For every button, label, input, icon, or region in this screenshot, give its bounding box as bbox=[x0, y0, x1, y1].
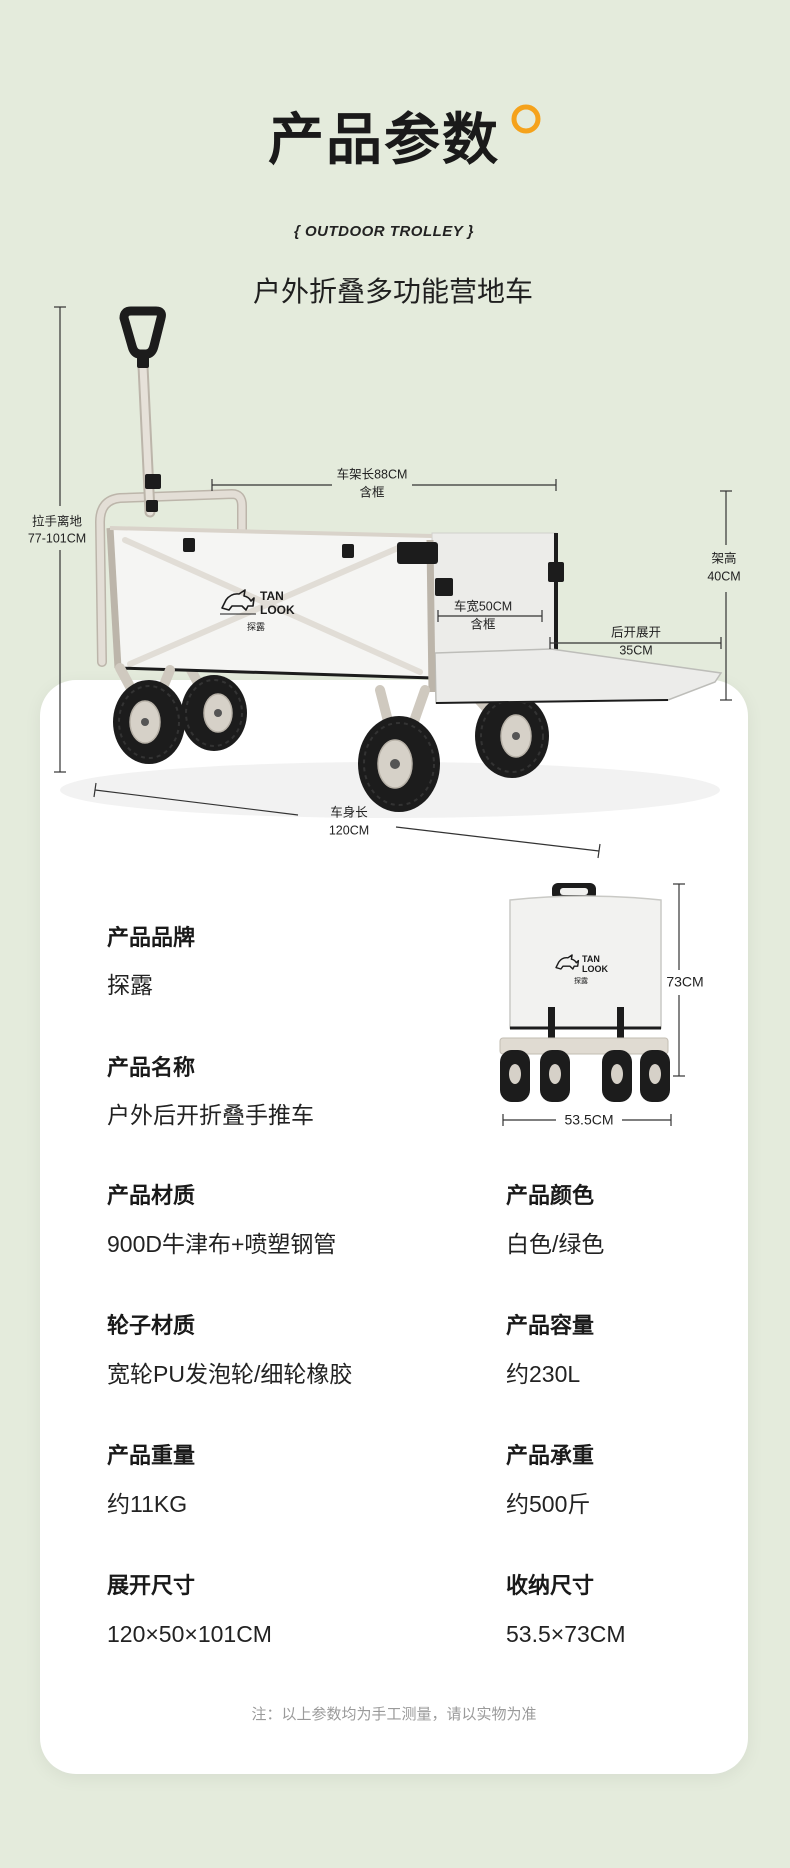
width-label: 车宽50CM bbox=[453, 599, 513, 614]
page-title: 产品参数 bbox=[268, 108, 500, 171]
frame-length-label: 车架长88CM bbox=[336, 467, 408, 482]
spec-brand-value: 探露 bbox=[107, 972, 153, 998]
handle-pole bbox=[137, 360, 156, 518]
spec-wheel-value: 宽轮PU发泡轮/细轮橡胶 bbox=[107, 1361, 353, 1387]
spec-material-label: 产品材质 bbox=[107, 1183, 196, 1208]
spec-unfold-size-value: 120×50×101CM bbox=[107, 1621, 272, 1647]
measurement-note: 注：以上参数均为手工测量，请以实物为准 bbox=[251, 1706, 537, 1723]
spec-weight-label: 产品重量 bbox=[107, 1443, 196, 1468]
rear-open-label: 后开展开 bbox=[610, 625, 662, 640]
spec-unfold-size-label: 展开尺寸 bbox=[107, 1573, 196, 1598]
rear-frame bbox=[94, 488, 247, 667]
handle-clamp bbox=[145, 474, 161, 489]
frame-height-label: 架高 bbox=[711, 551, 737, 566]
x-frame bbox=[122, 537, 423, 675]
spec-load-value: 约500斤 bbox=[506, 1491, 591, 1517]
rear-open-value: 35CM bbox=[619, 643, 653, 658]
spec-name-label: 产品名称 bbox=[107, 1055, 196, 1080]
spec-wheel-label: 轮子材质 bbox=[107, 1313, 196, 1338]
folded-height-value: 73CM bbox=[666, 973, 704, 990]
spec-color-value: 白色/绿色 bbox=[506, 1231, 605, 1257]
logo-text-cn: 探露 bbox=[247, 621, 265, 633]
spec-color-label: 产品颜色 bbox=[506, 1183, 595, 1208]
handle-height-label: 拉手离地 bbox=[31, 514, 83, 529]
product-subtitle: 户外折叠多功能营地车 bbox=[252, 276, 533, 307]
spec-weight-value: 约11KG bbox=[107, 1491, 188, 1517]
logo-text-en-2: LOOK bbox=[260, 603, 295, 617]
frame-height-value: 40CM bbox=[707, 569, 741, 584]
handle-grip bbox=[119, 306, 166, 359]
spec-capacity-value: 约230L bbox=[506, 1361, 581, 1387]
width-note: 含框 bbox=[470, 617, 496, 632]
rhino-logo-icon bbox=[220, 589, 256, 615]
cart-front-panel bbox=[109, 527, 435, 679]
cart-side-panel bbox=[431, 532, 557, 657]
folded-width-value: 53.5CM bbox=[564, 1111, 614, 1128]
side-strap bbox=[548, 562, 564, 582]
handle-height-value: 77-101CM bbox=[27, 531, 87, 546]
spec-fold-size-label: 收纳尺寸 bbox=[506, 1573, 595, 1598]
frame-length-note: 含框 bbox=[359, 485, 385, 500]
body-length-label: 车身长 bbox=[330, 805, 368, 820]
spec-name-value: 户外后开折叠手推车 bbox=[107, 1102, 314, 1128]
spec-brand-label: 产品品牌 bbox=[107, 925, 196, 950]
spec-material-value: 900D牛津布+喷塑钢管 bbox=[107, 1231, 337, 1257]
spec-fold-size-value: 53.5×73CM bbox=[506, 1621, 626, 1647]
spec-card bbox=[40, 680, 748, 1774]
body-length-value: 120CM bbox=[328, 823, 370, 838]
spec-load-label: 产品承重 bbox=[506, 1443, 595, 1468]
spec-capacity-label: 产品容量 bbox=[506, 1313, 595, 1338]
top-strap bbox=[397, 542, 438, 564]
logo-text-en-1: TAN bbox=[260, 589, 284, 603]
tagline: { OUTDOOR TROLLEY } bbox=[293, 223, 475, 240]
